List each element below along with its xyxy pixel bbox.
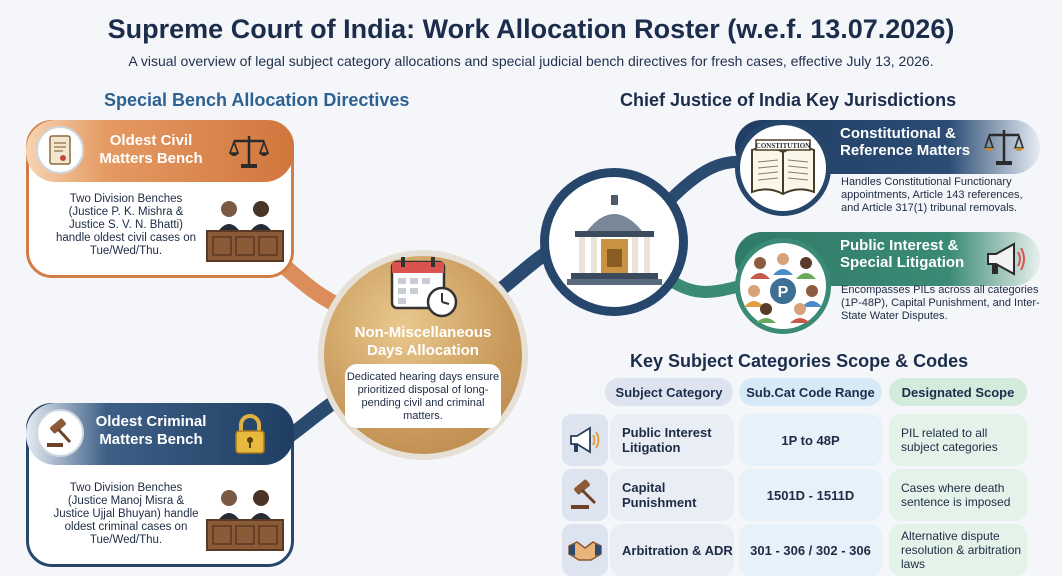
gavel-icon — [36, 409, 84, 457]
constitution-label: CONSTITUTION — [756, 142, 810, 150]
left-section-title: Special Bench Allocation Directives — [104, 90, 410, 110]
pil-litigation-card: Public Interest & Special Litigation P E… — [735, 232, 1040, 344]
public-crowd-icon: P — [735, 238, 831, 334]
right-section-title: Chief Justice of India Key Jurisdictions — [620, 90, 957, 110]
row-scope: Cases where death sentence is imposed — [889, 469, 1027, 521]
judges-icon — [206, 490, 284, 551]
supreme-court-circle — [540, 168, 688, 316]
table-header-scope: Designated Scope — [889, 378, 1027, 406]
pil-desc: Encompasses PILs across all categories (… — [841, 284, 1040, 322]
judges-icon — [206, 201, 284, 262]
civil-bench-card: Oldest Civil Matters Bench Two Division … — [26, 120, 294, 278]
megaphone-icon — [987, 242, 1025, 276]
center-title: Non-Miscellaneous Days Allocation — [354, 324, 492, 359]
padlock-icon — [235, 414, 265, 454]
criminal-bench-card: Oldest Criminal Matters Bench Two Divisi… — [26, 403, 294, 567]
row-scope: PIL related to all subject categories — [889, 414, 1027, 466]
scales-icon — [228, 136, 270, 168]
civil-bench-title: Oldest Civil Matters Bench — [99, 132, 203, 167]
pil-title: Public Interest & Special Litigation — [840, 237, 965, 271]
row-category: Capital Punishment — [610, 469, 734, 521]
table-header-code: Sub.Cat Code Range — [739, 378, 882, 406]
row-category: Arbitration & ADR — [610, 524, 734, 576]
table-section-title: Key Subject Categories Scope & Codes — [630, 351, 969, 371]
constitution-book-icon: CONSTITUTION — [735, 120, 831, 216]
row-code: 301 - 306 / 302 - 306 — [739, 524, 882, 576]
scales-icon — [983, 130, 1025, 165]
constitutional-desc: Handles Constitutional Functionary appoi… — [841, 176, 1023, 214]
page-subtitle: A visual overview of legal subject categ… — [128, 53, 934, 69]
supreme-court-building-icon — [567, 195, 662, 285]
row-code: 1P to 48P — [739, 414, 882, 466]
page-title: Supreme Court of India: Work Allocation … — [107, 14, 955, 44]
scroll-icon — [36, 126, 84, 174]
gavel-icon — [562, 469, 608, 521]
pil-badge: P — [778, 284, 789, 301]
table-row: Arbitration & ADR 301 - 306 / 302 - 306 … — [562, 524, 1042, 576]
row-scope: Alternative dispute resolution & arbitra… — [889, 524, 1027, 576]
table-row: Capital Punishment 1501D - 1511D Cases w… — [562, 469, 1042, 521]
row-category: Public Interest Litigation — [610, 414, 734, 466]
handshake-icon — [562, 524, 608, 576]
center-desc: Dedicated hearing days ensure prioritize… — [345, 364, 501, 428]
calendar-icon — [390, 257, 458, 318]
constitutional-title: Constitutional & Reference Matters — [840, 125, 971, 159]
table-header-category: Subject Category — [605, 378, 733, 406]
criminal-bench-title: Oldest Criminal Matters Bench — [95, 413, 207, 448]
civil-bench-header: Oldest Civil Matters Bench — [26, 120, 294, 182]
civil-bench-desc: Two Division Benches (Justice P. K. Mish… — [56, 193, 196, 257]
table-row: Public Interest Litigation 1P to 48P PIL… — [562, 414, 1042, 466]
criminal-bench-header: Oldest Criminal Matters Bench — [26, 403, 294, 465]
constitutional-matters-card: Constitutional & Reference Matters CONST… — [735, 120, 1040, 228]
criminal-bench-desc: Two Division Benches (Justice Manoj Misr… — [53, 482, 199, 546]
row-code: 1501D - 1511D — [739, 469, 882, 521]
megaphone-icon — [562, 414, 608, 466]
